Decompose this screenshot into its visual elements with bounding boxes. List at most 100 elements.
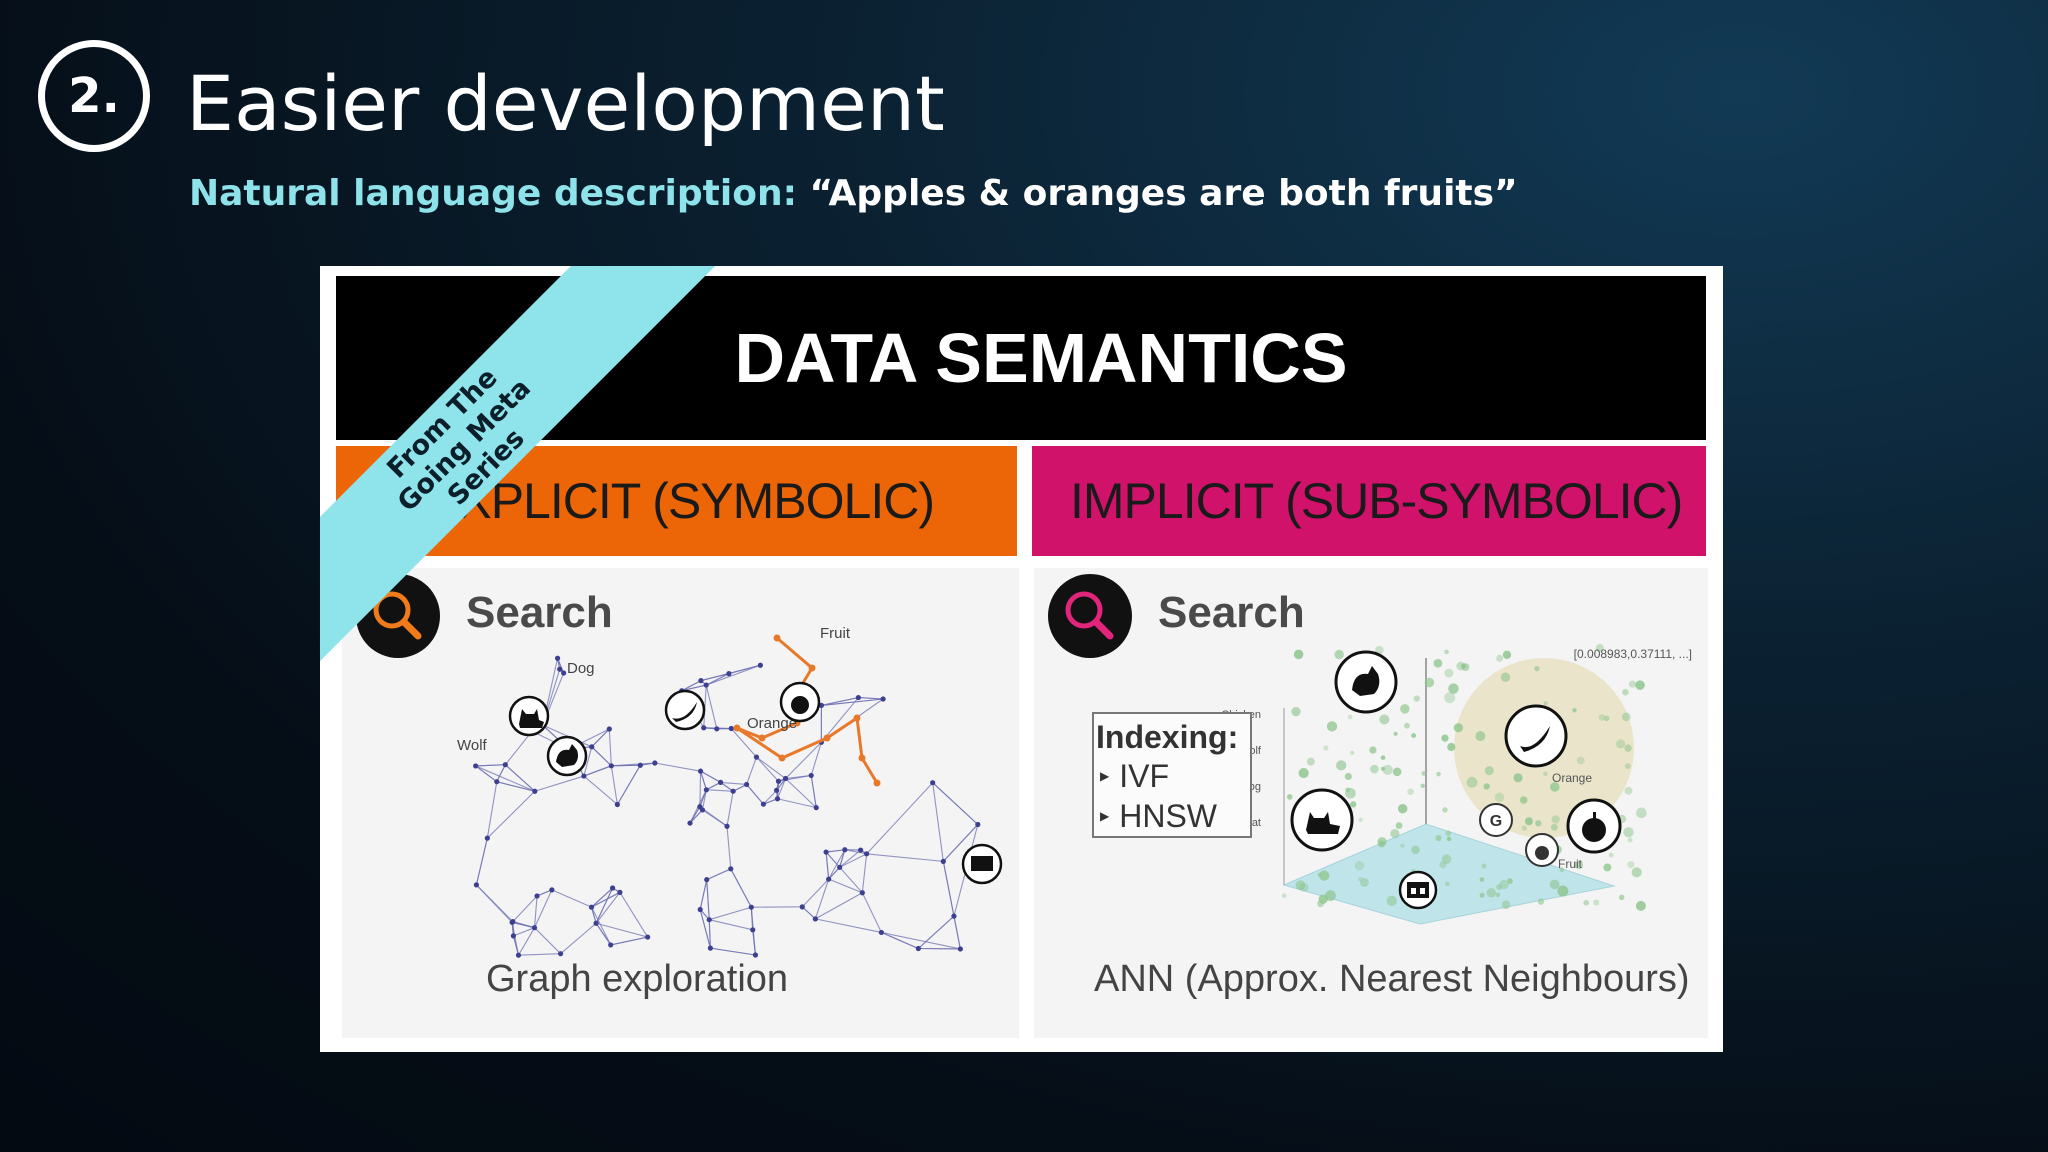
vector-point [1281, 893, 1287, 898]
banana-icon [1504, 704, 1568, 768]
vector-point [1595, 644, 1604, 653]
vector-point [1445, 830, 1452, 837]
vector-point [1622, 688, 1629, 696]
graph-node [561, 670, 567, 676]
vector-point [1543, 700, 1548, 706]
graph-node-label: Orange [747, 715, 797, 732]
graph-node-label: Wolf [457, 737, 488, 754]
graph-node [744, 781, 750, 788]
graph-node [808, 772, 814, 779]
graph-node [557, 666, 563, 672]
graph-node [473, 882, 479, 888]
vector-point [1336, 760, 1347, 771]
graph-edges [475, 658, 979, 956]
vector-point [1583, 899, 1589, 906]
vector-point [1593, 899, 1600, 906]
vector-point [1293, 649, 1304, 660]
implicit-header: IMPLICIT (SUB-SYMBOLIC) [1032, 446, 1706, 556]
highlighted-node [823, 734, 831, 742]
svg-text:G: G [1490, 813, 1502, 830]
vector-point [1475, 731, 1486, 742]
vector-point [1286, 794, 1293, 800]
vector-point [1507, 878, 1513, 885]
vector-point [1390, 828, 1400, 839]
graph-node [957, 946, 963, 952]
indexing-title: Indexing: [1096, 719, 1239, 755]
indexing-box: Indexing: ▶IVF ▶HNSW [1092, 712, 1252, 838]
vector-point [1619, 894, 1625, 901]
vector-point [1466, 776, 1478, 788]
graph-node [859, 890, 865, 896]
vector-point [1479, 892, 1485, 898]
vector-point [1624, 763, 1631, 769]
graph-node [726, 671, 732, 677]
graph-node [706, 917, 712, 923]
graph-node [940, 858, 946, 864]
graph-node [823, 849, 829, 855]
chicken-icon [546, 735, 588, 777]
vector-point [1550, 782, 1560, 792]
vector-point [1400, 704, 1410, 714]
banner-title: DATA SEMANTICS [734, 319, 1348, 397]
graph-node [748, 904, 754, 910]
subtitle-quote: “Apples & oranges are both fruits” [809, 173, 1518, 214]
vector-point [1550, 823, 1558, 831]
explicit-search-label: Search [466, 588, 613, 637]
vector-point [1357, 876, 1363, 882]
vector-point [1433, 658, 1443, 668]
vector-point [1551, 815, 1560, 824]
graph-node [799, 904, 805, 910]
graph-node [752, 952, 759, 958]
vector-point [1603, 715, 1610, 722]
vector-point [1403, 722, 1410, 729]
vector-point [1441, 734, 1449, 742]
graph-node [614, 801, 620, 808]
apple-icon [1566, 798, 1622, 854]
graph-node [753, 754, 760, 760]
vector-point [1323, 745, 1329, 751]
vector-point [1636, 807, 1647, 819]
vector-point [1486, 888, 1497, 898]
vector-point [1326, 721, 1338, 732]
graph-node [509, 919, 515, 925]
data-semantics-figure: DATA SEMANTICS EXPLICIT (SYMBOLIC) IMPLI… [320, 266, 1723, 1052]
graph-node [714, 726, 720, 732]
vector-point [1380, 755, 1386, 760]
highlighted-node [733, 724, 741, 732]
vector-space: Chicken Wolf Dog Cat [0.008983,0.37111, … [1221, 644, 1692, 925]
vector-point [1534, 666, 1540, 672]
vector-point [1495, 892, 1501, 898]
graph-node [760, 801, 767, 807]
implicit-search-label: Search [1158, 588, 1305, 637]
vector-point [1386, 895, 1397, 907]
implicit-caption: ANN (Approx. Nearest Neighbours) [1094, 958, 1690, 1000]
vector-point [1559, 867, 1565, 873]
graph-node-label: Fruit [820, 625, 851, 642]
vector-point [1411, 845, 1420, 855]
graph-node [728, 725, 734, 732]
graph-node [558, 951, 564, 957]
step-number: 2. [68, 68, 120, 124]
vector-point [1295, 880, 1306, 891]
vector-point [1549, 879, 1560, 890]
graph-node [855, 694, 861, 701]
vector-point [1447, 742, 1456, 752]
vector-point [1519, 796, 1528, 804]
vector-point [1360, 878, 1369, 887]
slide-subtitle: Natural language description: “Apples & … [189, 170, 1518, 218]
graph-node [589, 744, 595, 750]
graph-node [864, 851, 870, 857]
chicken-icon [1334, 650, 1398, 714]
vector-point [1623, 827, 1634, 838]
slide-title: Easier development [186, 59, 945, 148]
graph-node [593, 920, 599, 926]
graph-node [842, 847, 848, 853]
graph-node [532, 788, 538, 794]
vector-point [1576, 756, 1585, 765]
explicit-caption: Graph exploration [486, 958, 789, 1000]
graph-node [782, 775, 789, 782]
graph-node [915, 945, 921, 952]
vector-point [1627, 861, 1635, 869]
graph-node [704, 877, 710, 883]
